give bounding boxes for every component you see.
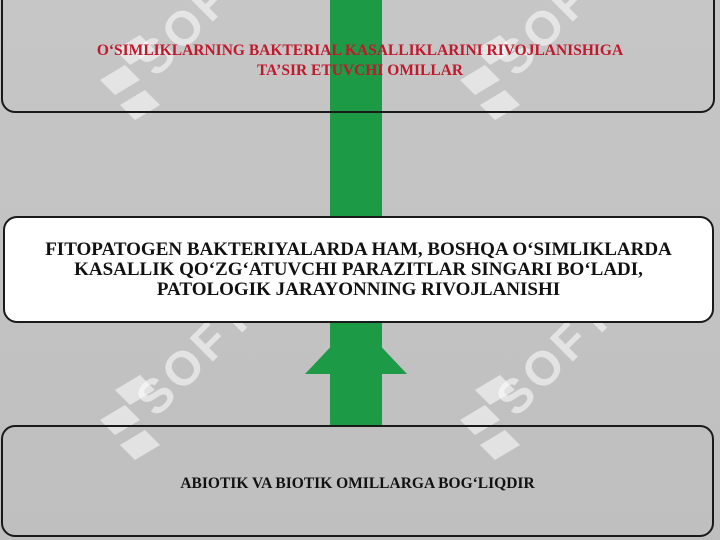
watermark-bottom-left: SOFT [95, 287, 295, 490]
up-arrow-icon [305, 320, 407, 374]
bottom-box: ABIOTIK VA BIOTIK OMILLARGA BOG‘LIQDIR [1, 425, 714, 537]
title-box [1, 0, 715, 113]
title-line-1: O‘SIMLIKLARNING BAKTERIAL KASALLIKLARINI… [96, 42, 624, 59]
soft-logo-icon [100, 375, 160, 460]
soft-logo-icon [460, 375, 520, 460]
title-line-2: TA’SIR ETUVCHI OMILLAR [256, 62, 464, 79]
bottom-text: ABIOTIK VA BIOTIK OMILLARGA BOG‘LIQDIR [180, 475, 535, 492]
watermark-bottom-right: SOFT [455, 287, 655, 490]
title-text: O‘SIMLIKLARNING BAKTERIAL KASALLIKLARINI… [0, 41, 720, 81]
middle-box: FITOPATOGEN BAKTERIYALARDA HAM, BOSHQA O… [3, 216, 714, 323]
middle-text: FITOPATOGEN BAKTERIYALARDA HAM, BOSHQA O… [45, 238, 672, 300]
